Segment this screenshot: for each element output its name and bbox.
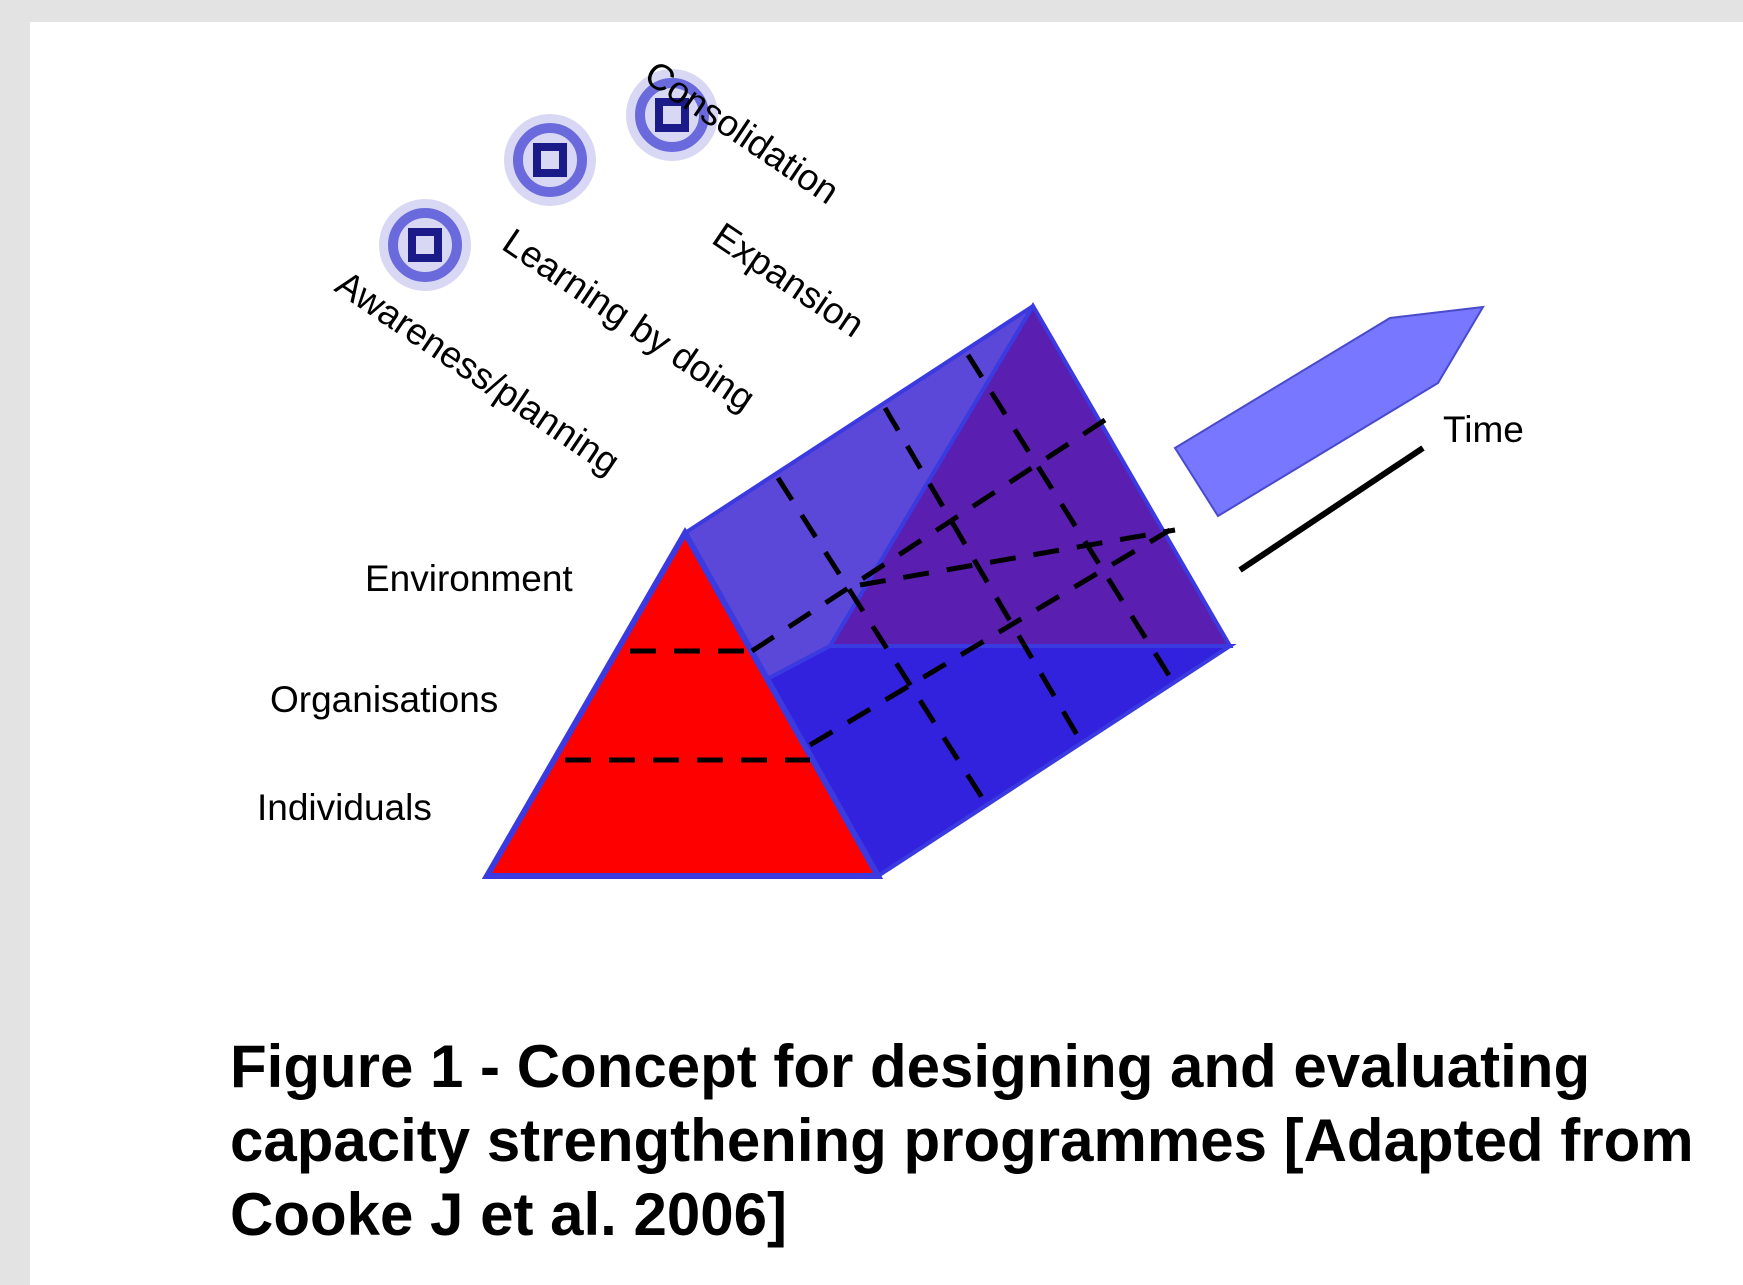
depth-line-lower	[808, 527, 1172, 748]
spiral-icon-1	[379, 199, 471, 291]
time-arrow	[1173, 305, 1485, 518]
grid-dashes	[565, 353, 1178, 812]
stage-line-2	[882, 406, 1083, 742]
level-label-environment: Environment	[365, 558, 573, 599]
time-axis-line	[1238, 445, 1425, 573]
spiral-icon-3	[626, 69, 718, 161]
level-label-organisations: Organisations	[270, 679, 498, 720]
depth-line-upper-2	[859, 527, 1176, 588]
figure-caption: Figure 1 - Concept for designing and eva…	[230, 1033, 1694, 1248]
stage-line-1	[775, 476, 993, 812]
spiral-icon-2	[504, 114, 596, 206]
prism-front-face	[481, 526, 884, 879]
stage-label-expansion: Expansion	[706, 215, 872, 346]
prism	[481, 302, 1237, 879]
level-label-individuals: Individuals	[257, 787, 432, 828]
stage-line-3	[965, 353, 1178, 687]
time-label: Time	[1443, 409, 1524, 450]
